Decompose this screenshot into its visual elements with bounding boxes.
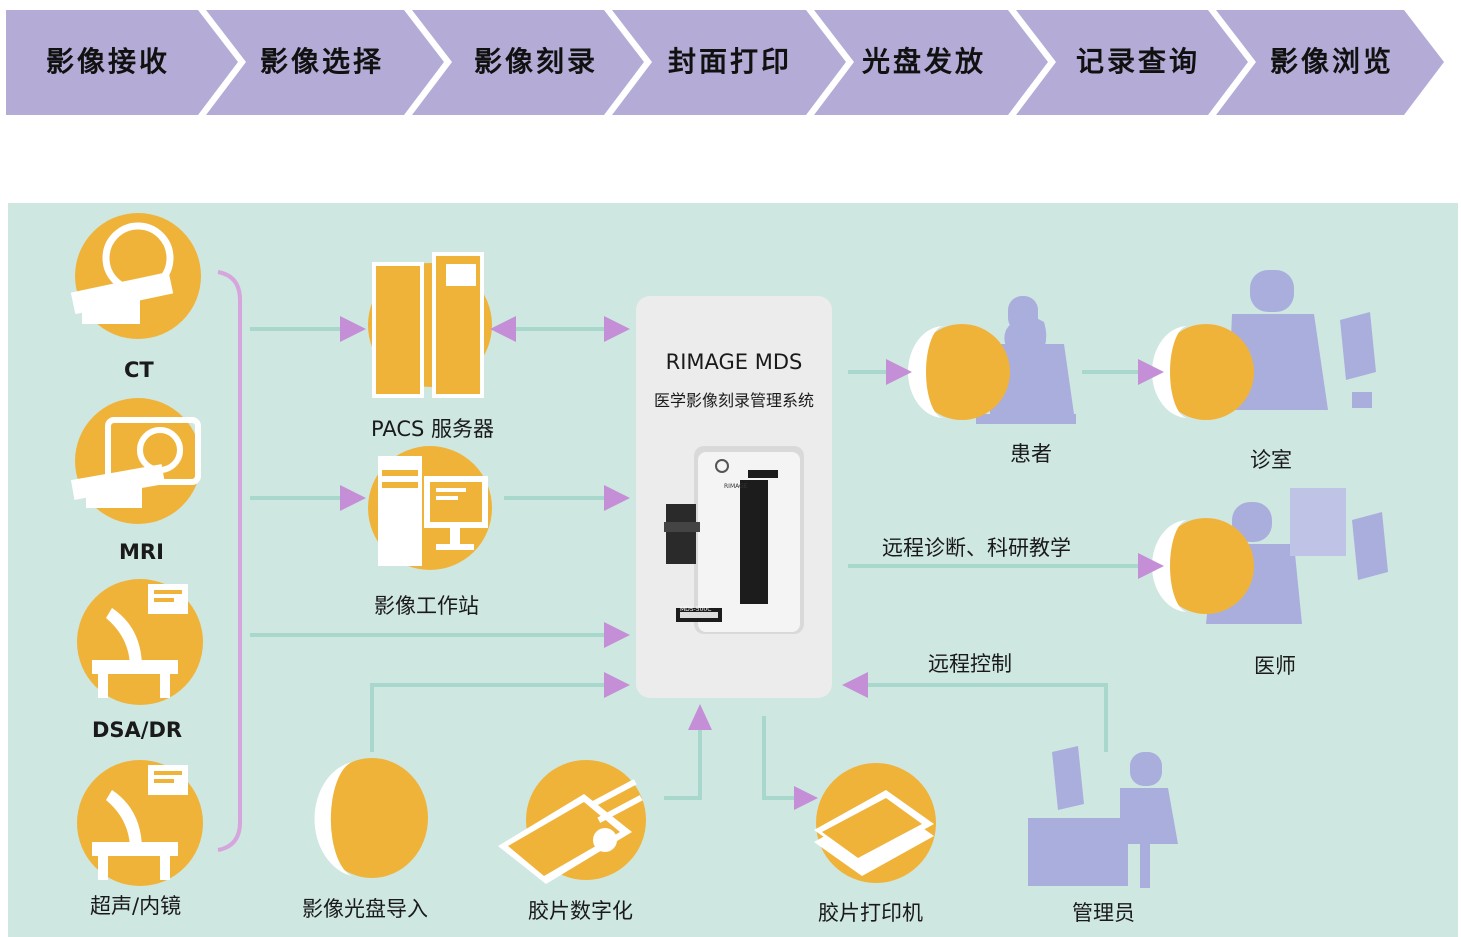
dsa-label: DSA/DR [92,718,183,742]
mds-model-label: MDS-500C [680,606,712,613]
film-printer-label: 胶片打印机 [818,901,923,925]
connectors [250,327,1140,800]
workstation-icon [368,446,492,570]
workflow-step-chevron-4 [612,10,846,115]
clinic-label: 诊室 [1250,448,1292,472]
dsa-machine-icon [77,579,203,705]
mri-scanner-icon [70,398,201,524]
workflow-step-chevron-7 [1216,10,1444,115]
mds-title: RIMAGE MDS [665,350,803,374]
arrow-patient-to-clinic [1138,359,1164,385]
workflow-step-1: 影像接收 [45,45,170,78]
patient-label: 患者 [1010,442,1052,466]
source-group-bracket [217,270,242,852]
admin-label: 管理员 [1072,901,1135,925]
arrow-mds-to-doctor [1138,553,1164,579]
arrow-mds-to-patient [886,359,912,385]
workflow-step-5: 光盘发放 [861,45,986,78]
arrow-heads [340,316,1164,810]
clinic-figure-icon [1228,270,1376,410]
arrow-workstation-to-mds [604,485,630,511]
ct-scanner-icon [70,213,201,339]
pacs-server-icon [368,252,492,398]
arrow-admin-to-mds [842,672,868,698]
patient-disc-icon [908,324,1010,420]
arrow-pacs-left [490,316,516,342]
workflow-step-chevron-3 [412,10,644,115]
arrow-film-digitize-to-mds [688,704,712,730]
doctor-disc-icon [1152,518,1254,614]
arrow-sources-to-mds [604,622,630,648]
film-digitize-icon [498,760,646,884]
workflow-step-chevron-1 [6,10,238,115]
remote-control-label: 远程控制 [928,652,1012,676]
arrow-mds-to-film-printer [794,786,818,810]
disc-import-icon [314,758,428,878]
remote-diagnosis-label: 远程诊断、科研教学 [882,536,1071,560]
workflow-step-7: 影像浏览 [1269,45,1394,78]
arrow-pacs-to-mds [604,316,630,342]
workflow-step-chevron-5 [814,10,1048,115]
mds-brand-label: RIMAGE [724,483,748,490]
ultrasound-label: 超声/内镜 [90,894,182,918]
workflow-step-6: 记录查询 [1075,45,1200,78]
workstation-label: 影像工作站 [374,594,479,618]
workflow-chevrons [6,10,1444,115]
workflow-step-chevron-6 [1016,10,1248,115]
arrow-to-workstation [340,485,366,511]
patient-figure-icon [976,296,1076,424]
arrow-ct-to-pacs [340,316,366,342]
pacs-server-label: PACS 服务器 [371,417,494,441]
admin-figure-icon [1028,746,1178,888]
ultrasound-endoscope-icon [77,760,203,886]
arrow-disc-import-to-mds [604,672,630,698]
workflow-step-2: 影像选择 [259,45,384,78]
film-digitize-label: 胶片数字化 [528,899,633,923]
workflow-step-3: 影像刻录 [473,45,598,78]
workflow-steps-bar: 影像接收 影像选择 影像刻录 封面打印 光盘发放 记录查询 影像浏览 [0,0,1461,120]
disc-import-label: 影像光盘导入 [302,897,428,921]
film-printer-icon [814,763,936,883]
mds-machine-image [664,446,804,634]
workflow-step-chevron-2 [206,10,444,115]
mri-label: MRI [119,540,164,564]
doctor-label: 医师 [1254,654,1296,678]
mds-subtitle: 医学影像刻录管理系统 [653,391,814,410]
ct-label: CT [124,358,154,382]
workflow-step-4: 封面打印 [667,45,792,78]
clinic-disc-icon [1152,324,1254,420]
